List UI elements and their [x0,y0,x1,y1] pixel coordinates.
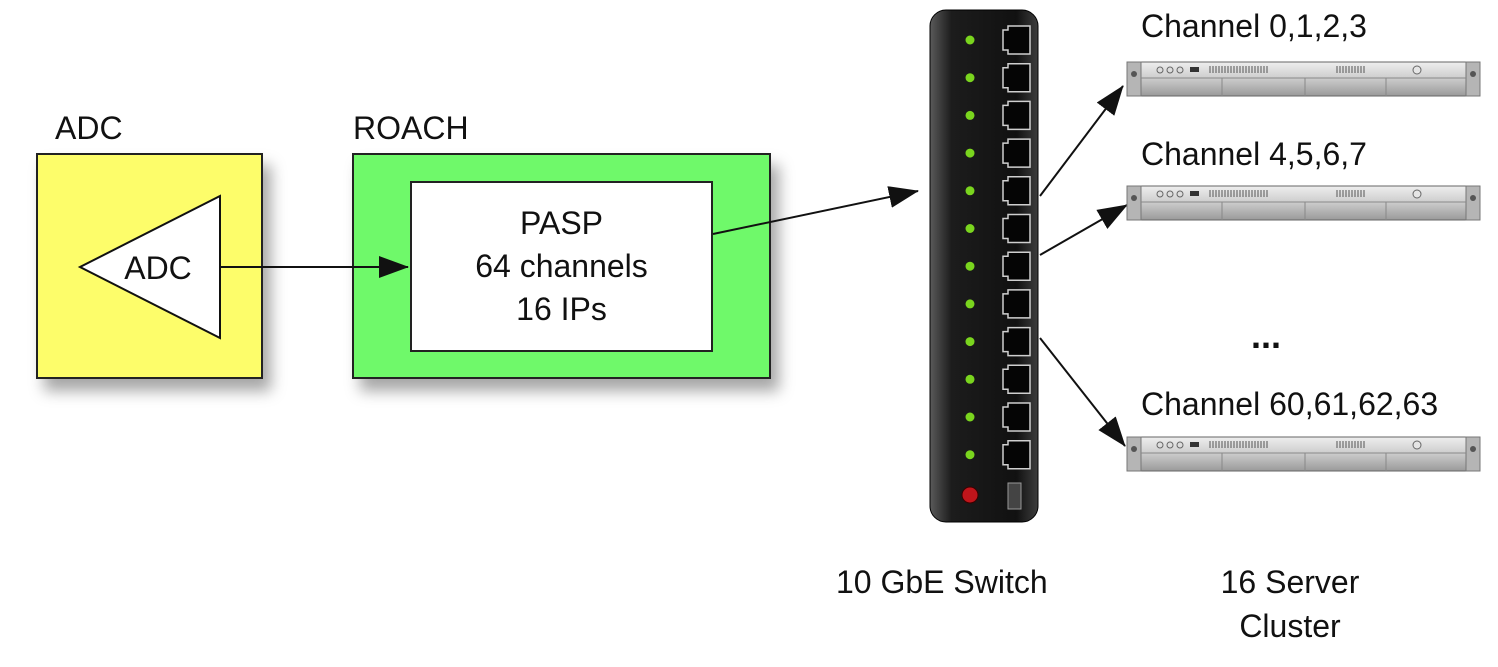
rack-server-icon [1126,185,1481,221]
pasp-line-2: 64 channels [475,248,648,284]
port-led-icon [965,261,975,271]
arrow-switch-to-server-1 [1039,85,1124,197]
ethernet-port-icon [1002,251,1031,281]
port-led-icon [965,186,975,196]
ethernet-port-icon [1002,326,1031,357]
port-led-icon [965,148,975,158]
ethernet-port-icon [1002,439,1031,470]
pasp-line-3: 16 IPs [516,291,607,327]
adc-title: ADC [55,110,123,146]
ethernet-port-icon [1002,364,1031,395]
rack-server-icon [1126,436,1481,472]
ethernet-port-icon [1002,62,1031,93]
cluster-ellipsis: ... [1251,315,1282,356]
pasp-line-1: PASP [520,205,603,241]
ethernet-port-icon [1002,213,1031,244]
ethernet-port-icon [1002,176,1031,206]
arrow-pasp-to-switch [712,186,919,235]
switch-label: 10 GbE Switch [836,564,1048,600]
ethernet-port-icon [1002,402,1031,432]
switch-device [929,9,1039,523]
port-led-icon [965,110,975,120]
pasp-block: PASP 64 channels 16 IPs [410,181,713,352]
port-led-icon [965,374,975,384]
adc-inner-label: ADC [124,250,192,286]
ethernet-port-icon [1002,25,1031,55]
ethernet-port-icon [1002,289,1031,319]
server-label-1: Channel 0,1,2,3 [1141,8,1367,44]
ethernet-port-icon [1002,100,1031,131]
port-led-icon [965,299,975,309]
server-label-3: Channel 60,61,62,63 [1141,386,1439,422]
cluster-label-line-2: Cluster [1239,608,1341,644]
arrow-switch-to-server-3 [1039,337,1126,447]
rack-server-icon [1126,61,1481,97]
port-led-icon [965,35,975,45]
port-led-icon [965,412,975,422]
power-switch-icon [1007,482,1022,510]
roach-title: ROACH [353,110,469,146]
port-led-icon [965,337,975,347]
arrow-switch-to-server-2 [1039,204,1128,256]
cluster-label-line-1: 16 Server [1220,564,1360,600]
power-led-icon [961,486,979,504]
port-led-icon [965,450,975,460]
port-led-icon [965,73,975,83]
ethernet-port-icon [1002,138,1031,168]
server-label-2: Channel 4,5,6,7 [1141,136,1367,172]
port-led-icon [965,224,975,233]
